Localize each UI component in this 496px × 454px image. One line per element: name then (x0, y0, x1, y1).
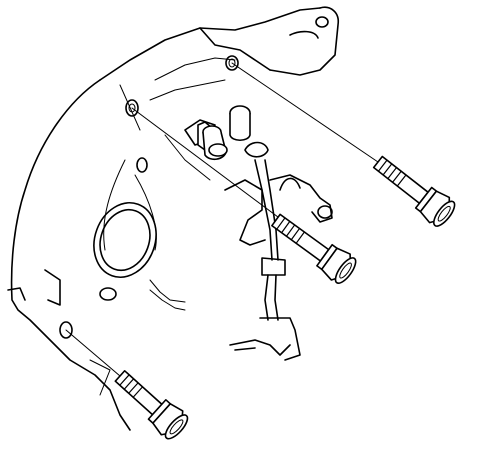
bolt-middle (271, 213, 357, 284)
engine-block (7, 6, 340, 431)
leader-lines (65, 62, 379, 377)
sensor-bracket-assembly (184, 105, 333, 361)
bolt-lower-left (114, 369, 189, 440)
bolt-upper-right (372, 155, 456, 227)
